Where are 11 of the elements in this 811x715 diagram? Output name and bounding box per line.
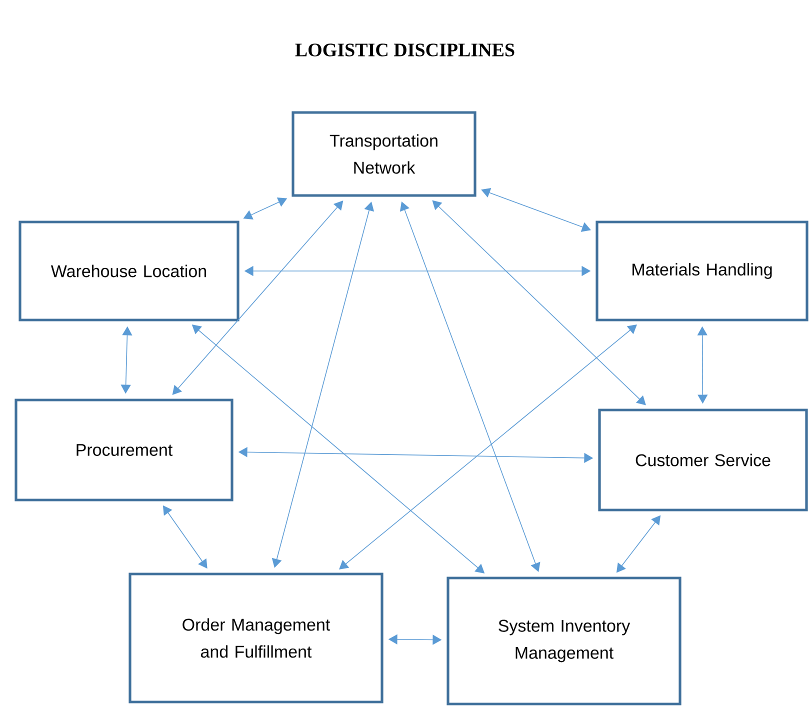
discipline-box: Warehouse Location	[18, 220, 240, 322]
discipline-box: System Inventory Management	[446, 576, 682, 706]
arrow	[400, 202, 540, 572]
arrow	[172, 200, 344, 395]
discipline-box: Materials Handling	[596, 220, 808, 322]
title: LOGISTIC DISCIPLINES	[295, 44, 514, 56]
discipline-box: Procurement	[14, 398, 234, 502]
arrow	[432, 200, 646, 406]
discipline-box: Customer Service	[598, 408, 808, 512]
discipline-box: Transportation Network	[292, 111, 476, 197]
discipline-box: Order Management and Fulfillment	[128, 572, 384, 704]
